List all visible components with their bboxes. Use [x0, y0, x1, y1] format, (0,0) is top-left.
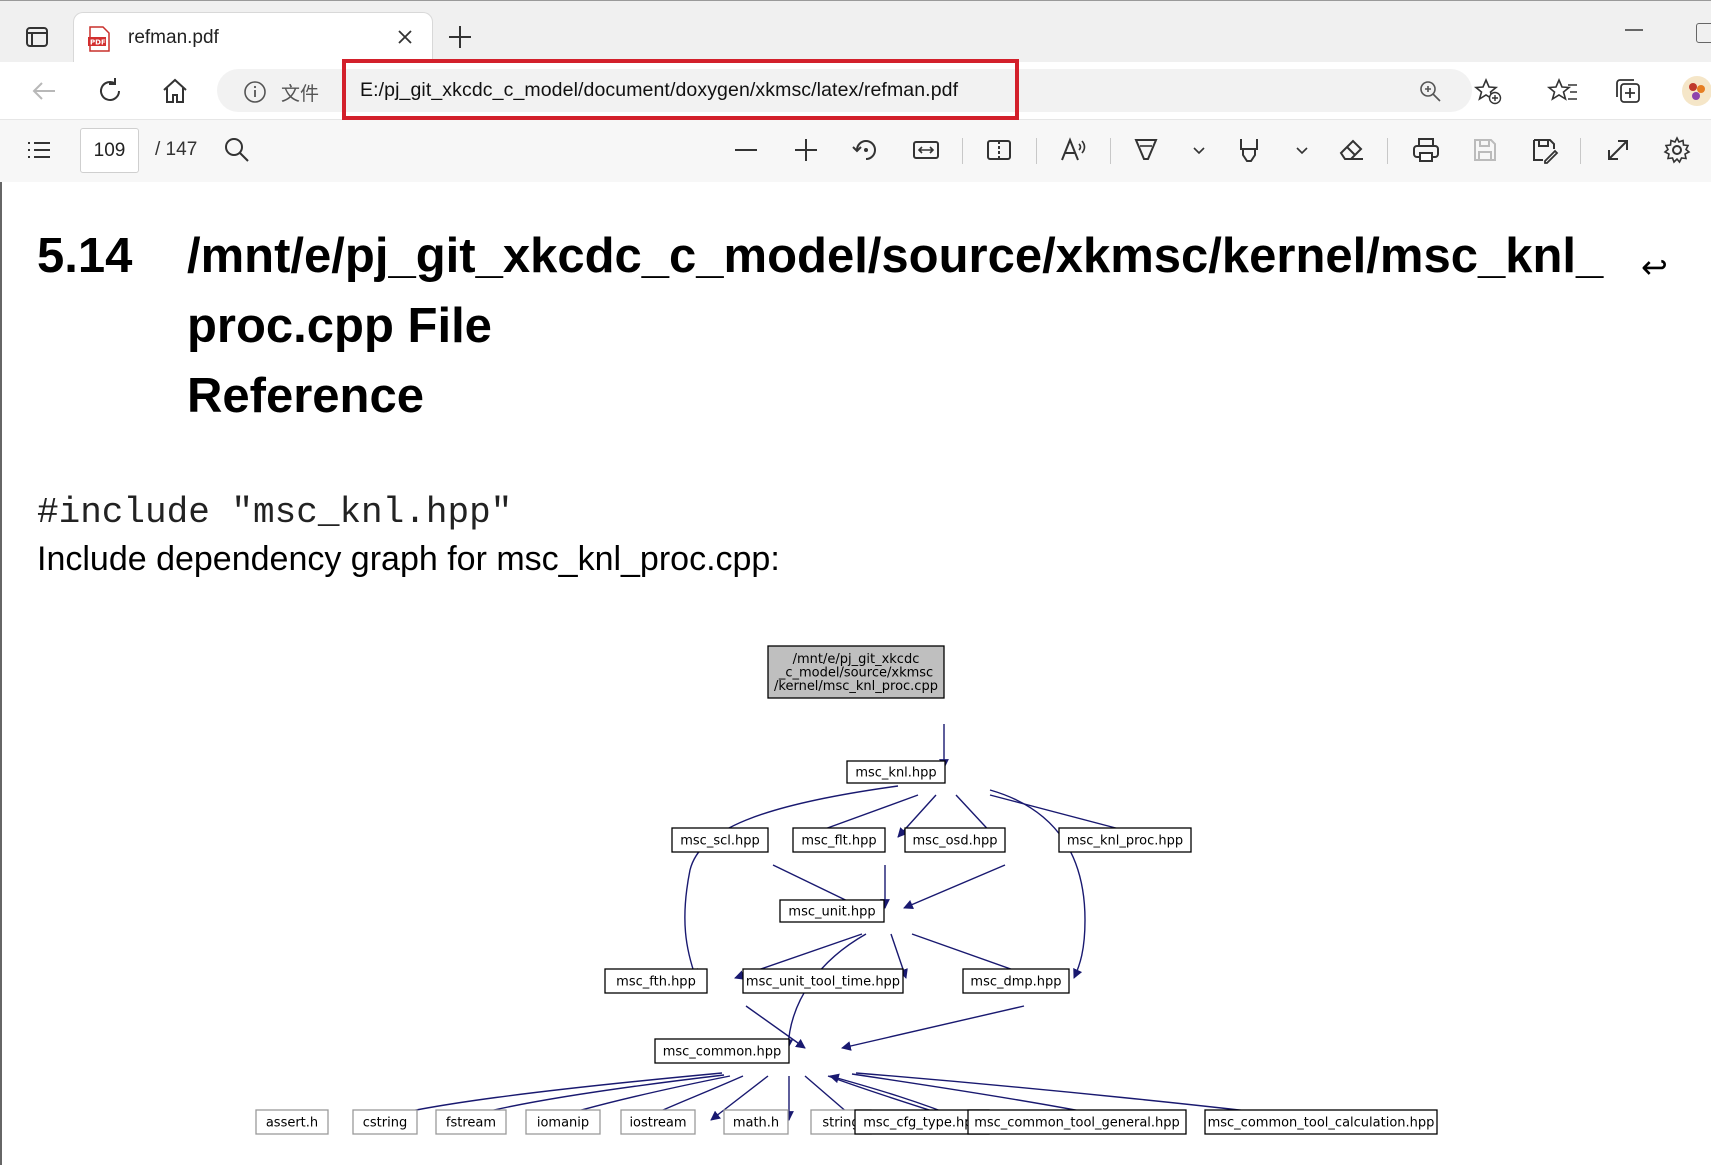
toolbar-divider [1036, 138, 1037, 164]
close-tab-icon[interactable] [392, 24, 418, 50]
fit-width-icon[interactable] [911, 135, 941, 165]
svg-text:PDF: PDF [90, 39, 106, 47]
draw-icon[interactable] [1131, 135, 1161, 165]
line-continuation-mark: ↩ [1641, 249, 1668, 285]
save-icon[interactable] [1470, 135, 1500, 165]
chevron-down-icon[interactable] [1184, 135, 1214, 165]
favorites-icon[interactable] [1546, 74, 1580, 108]
page-total: / 147 [155, 139, 198, 160]
tab-bar: PDF refman.pdf [0, 0, 1711, 63]
tab-actions-icon[interactable] [18, 19, 54, 55]
url-highlight-box [342, 59, 1019, 120]
tab-title: refman.pdf [128, 27, 219, 48]
read-aloud-icon[interactable] [1058, 135, 1088, 165]
scheme-label: 文件 [281, 84, 320, 105]
pdf-toolbar: 109 / 147 [0, 120, 1711, 183]
rotate-icon[interactable] [851, 135, 881, 165]
section-title-line-2: proc.cpp File [187, 299, 492, 353]
highlight-icon[interactable] [1234, 135, 1264, 165]
page-view-icon[interactable] [984, 135, 1014, 165]
settings-gear-icon[interactable] [1662, 135, 1692, 165]
section-number: 5.14 [37, 229, 133, 283]
toolbar-divider [1110, 138, 1111, 164]
include-directive: #include "msc_knl.hpp" [37, 492, 513, 533]
zoom-out-icon[interactable] [731, 135, 761, 165]
section-title-line-3: Reference [187, 369, 424, 423]
maximize-icon[interactable] [1696, 23, 1711, 43]
back-icon[interactable] [27, 74, 61, 108]
section-title-line-1: /mnt/e/pj_git_xkcdc_c_model/source/xkmsc… [187, 229, 1604, 283]
pdf-file-icon: PDF [88, 26, 110, 52]
find-icon[interactable] [222, 135, 252, 165]
refresh-icon[interactable] [93, 74, 127, 108]
toolbar-divider [962, 138, 963, 164]
url-text[interactable]: E:/pj_git_xkcdc_c_model/document/doxygen… [360, 79, 959, 101]
chevron-down-icon[interactable] [1287, 135, 1317, 165]
new-tab-icon[interactable] [444, 21, 476, 53]
erase-icon[interactable] [1336, 135, 1366, 165]
minimize-icon[interactable] [1625, 29, 1643, 31]
toolbar-divider [1580, 138, 1581, 164]
zoom-icon[interactable] [1418, 79, 1442, 103]
profile-avatar-icon[interactable] [1680, 74, 1711, 108]
zoom-in-icon[interactable] [791, 135, 821, 165]
table-of-contents-icon[interactable] [24, 135, 54, 165]
toolbar-divider [1387, 138, 1388, 164]
graph-caption: Include dependency graph for msc_knl_pro… [37, 540, 780, 578]
collections-icon[interactable] [1611, 74, 1645, 108]
full-screen-icon[interactable] [1603, 135, 1633, 165]
page-number-input[interactable]: 109 [80, 128, 139, 173]
navigation-bar: 文件 [0, 62, 1711, 120]
info-icon[interactable] [243, 80, 267, 104]
address-bar[interactable]: 文件 [217, 69, 1502, 112]
tab-refman[interactable]: PDF refman.pdf [74, 13, 432, 63]
print-icon[interactable] [1411, 135, 1441, 165]
add-favorite-icon[interactable] [1473, 77, 1503, 105]
save-as-icon[interactable] [1529, 135, 1559, 165]
home-icon[interactable] [158, 74, 192, 108]
